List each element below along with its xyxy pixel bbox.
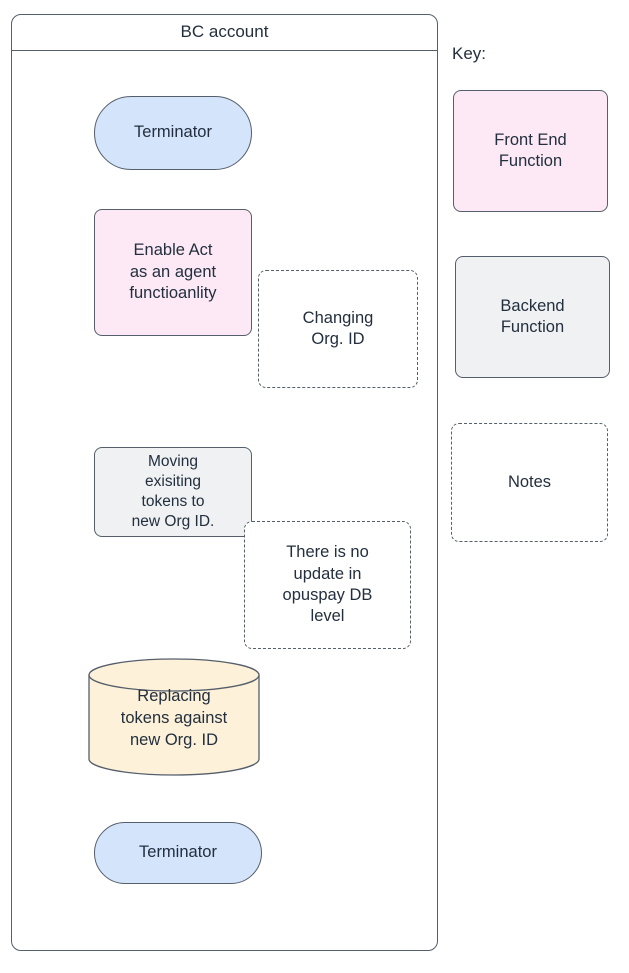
key-item-backend-function[interactable]: Backend Function xyxy=(455,256,610,378)
node-moving-existing-tokens[interactable]: Moving exisiting tokens to new Org ID. xyxy=(94,447,252,537)
key-item-label-line-2: Function xyxy=(498,152,563,170)
pool-title: BC account xyxy=(11,14,438,51)
note-label-line-3: opuspay DB xyxy=(282,586,373,604)
key-item-label-line-1: Front End xyxy=(494,130,567,149)
note-label-line-1: Changing xyxy=(302,308,374,327)
key-item-label-line-2: Function xyxy=(500,318,565,336)
node-replacing-tokens-database[interactable]: Replacing tokens against new Org. ID xyxy=(88,658,260,776)
note-no-update-opuspay[interactable]: There is no update in opuspay DB level xyxy=(244,521,411,649)
note-label-line-1: There is no xyxy=(286,543,369,562)
cylinder-shape xyxy=(88,658,260,776)
node-label-line-3: functioanlity xyxy=(129,284,217,303)
node-terminator-end[interactable]: Terminator xyxy=(94,822,262,884)
key-item-notes[interactable]: Notes xyxy=(451,423,608,542)
node-label-line-2: as an agent xyxy=(129,262,217,281)
node-label: Terminator xyxy=(134,123,212,142)
node-label-line-1: Enable Act xyxy=(133,241,213,260)
node-label-line-3: tokens to xyxy=(141,493,205,510)
note-label-line-2: Org. ID xyxy=(311,330,365,348)
node-enable-act-as-agent[interactable]: Enable Act as an agent functioanlity xyxy=(94,209,252,336)
key-item-label-line-1: Notes xyxy=(507,472,552,491)
key-item-front-end-function[interactable]: Front End Function xyxy=(453,90,608,212)
node-terminator-start[interactable]: Terminator xyxy=(94,96,252,170)
note-changing-org-id[interactable]: Changing Org. ID xyxy=(258,270,418,388)
note-label-line-4: level xyxy=(310,607,345,626)
key-title: Key: xyxy=(452,44,487,63)
node-label: Terminator xyxy=(139,843,217,862)
node-label-line-1: Moving xyxy=(148,452,198,470)
note-label-line-2: update in xyxy=(293,564,362,583)
node-label-line-4: new Org ID. xyxy=(131,513,215,531)
node-label-line-2: exisiting xyxy=(145,472,201,490)
key-item-label-line-1: Backend xyxy=(500,296,565,315)
